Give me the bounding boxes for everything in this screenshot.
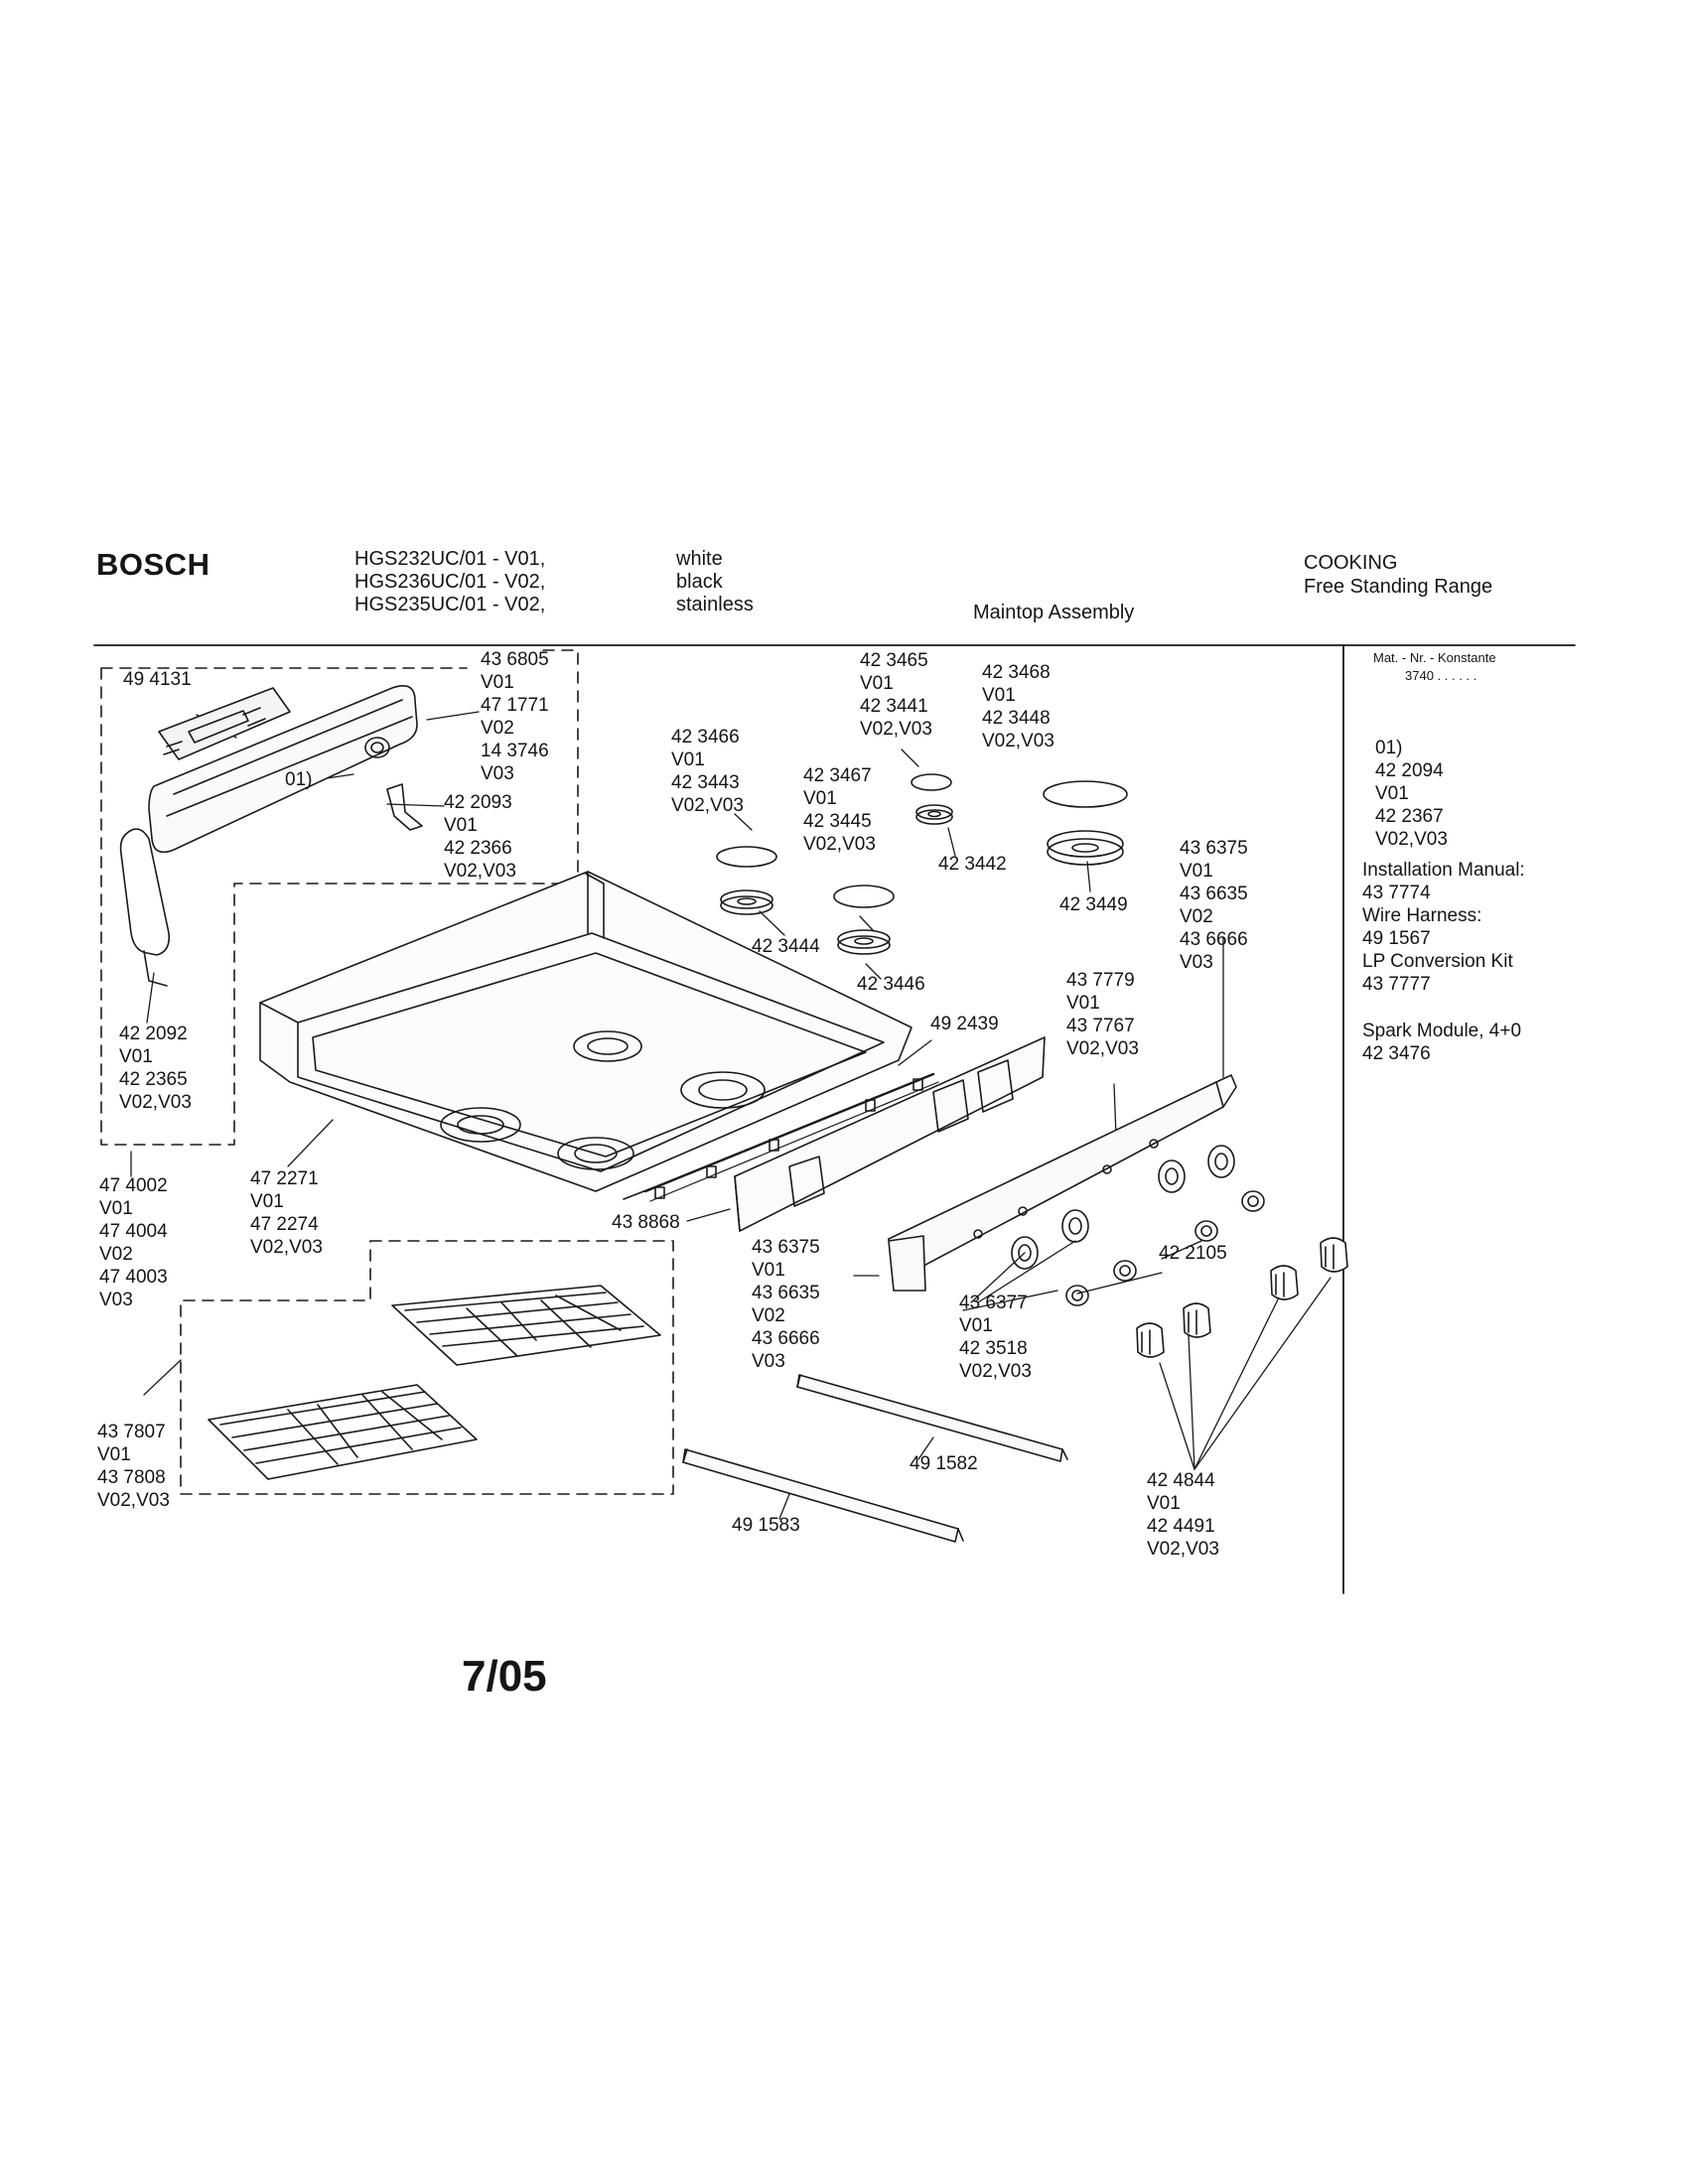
assembly-title: Maintop Assembly <box>973 602 1135 623</box>
brand-logo: BOSCH <box>96 547 210 582</box>
callout-backguard-bracket: 42 2093 V01 42 2366 V02,V03 <box>444 792 516 882</box>
control-knobs <box>1136 1237 1348 1358</box>
callout-manifold-top: 43 7779 V01 43 7767 V02,V03 <box>1066 970 1139 1059</box>
callout-burner-head-a: 42 3444 <box>752 936 820 957</box>
callout-burner-cap-b: 42 3467 V01 42 3445 V02,V03 <box>803 765 876 855</box>
callout-backguard-display: 49 4131 <box>123 669 192 690</box>
callout-burner-cap-d: 42 3468 V01 42 3448 V02,V03 <box>982 662 1054 751</box>
callout-rail-upper: 49 1582 <box>910 1453 978 1474</box>
rails <box>682 1374 1068 1543</box>
callout-side-trim-left: 43 6375 V01 43 6635 V02 43 6666 V03 <box>752 1237 820 1372</box>
callout-valve: 43 6377 V01 42 3518 V02,V03 <box>959 1293 1032 1382</box>
callout-wire-harness: 49 2439 <box>930 1014 999 1034</box>
callout-maintop: 47 2271 V01 47 2274 V02,V03 <box>250 1168 323 1258</box>
callout-backguard: 43 6805 V01 47 1771 V02 14 3746 V03 <box>481 649 549 784</box>
callout-rail-lower: 49 1583 <box>732 1515 800 1536</box>
callout-side-trim-right: 43 6375 V01 43 6635 V02 43 6666 V03 <box>1180 838 1248 973</box>
burner-caps <box>716 773 1128 955</box>
callout-grates: 43 7807 V01 43 7808 V02,V03 <box>97 1422 170 1511</box>
sidebar-note: 42 2094 <box>1375 760 1444 781</box>
callout-burner-head-b: 42 3446 <box>857 974 925 995</box>
manifold-rail <box>888 1074 1237 1282</box>
sidebar-note: 01) <box>1375 738 1403 758</box>
callout-burner-cap-a: 42 3466 V01 42 3443 V02,V03 <box>671 727 744 816</box>
burner-grates <box>208 1285 661 1480</box>
electrode-leads <box>623 1170 696 1200</box>
callout-burner-head-c: 42 3442 <box>938 854 1007 875</box>
sidebar-note: 42 3476 <box>1362 1043 1431 1064</box>
dashed-group-boxes <box>100 649 674 1495</box>
sidebar-note: Spark Module, 4+0 <box>1362 1021 1522 1041</box>
product-type-label: Free Standing Range <box>1304 576 1493 598</box>
model-line-1: HGS232UC/01 - V01, <box>354 548 546 570</box>
sidebar-note: 43 7774 <box>1362 883 1431 903</box>
backguard-end-cap <box>119 828 171 956</box>
sidebar-note: V02,V03 <box>1375 829 1448 850</box>
grate-group-box <box>180 1240 674 1495</box>
callout-burner-cap-c: 42 3465 V01 42 3441 V02,V03 <box>860 650 932 740</box>
model-line-3: HGS235UC/01 - V02, <box>354 594 546 615</box>
backguard-panel <box>148 685 418 854</box>
side-trim <box>888 1235 926 1292</box>
date-code: 7/05 <box>462 1652 547 1701</box>
manifold-housing <box>734 1036 1046 1232</box>
callout-burner-head-d: 42 3449 <box>1059 894 1128 915</box>
callout-knob-bezel: 42 2105 <box>1159 1243 1227 1264</box>
callout-backguard-assembly: 47 4002 V01 47 4004 V02 47 4003 V03 <box>99 1175 168 1310</box>
category-label: COOKING <box>1304 552 1398 574</box>
mat-nr-value: 3740 . . . . . . <box>1405 668 1477 683</box>
callout-ref-01: 01) <box>285 769 313 790</box>
color-black: black <box>676 571 723 593</box>
model-line-2: HGS236UC/01 - V02, <box>354 571 546 593</box>
backguard-bracket <box>386 783 423 831</box>
backguard-group-box <box>100 649 579 1146</box>
callout-electrode: 43 8868 <box>612 1212 680 1233</box>
maintop-panel <box>259 871 912 1192</box>
color-white: white <box>676 548 723 570</box>
display-module <box>158 687 291 760</box>
color-stainless: stainless <box>676 594 754 615</box>
sidebar-note: Installation Manual: <box>1362 860 1525 881</box>
sidebar-note: LP Conversion Kit <box>1362 951 1513 972</box>
callout-end-cap: 42 2092 V01 42 2365 V02,V03 <box>119 1024 192 1113</box>
mat-nr-label: Mat. - Nr. - Konstante <box>1373 650 1496 665</box>
sidebar-note: 43 7777 <box>1362 974 1431 995</box>
callout-knobs: 42 4844 V01 42 4491 V02,V03 <box>1147 1470 1219 1560</box>
sidebar-note: 42 2367 <box>1375 806 1444 827</box>
sidebar-note: V01 <box>1375 783 1409 804</box>
sidebar-note: 49 1567 <box>1362 928 1431 949</box>
sidebar-note: Wire Harness: <box>1362 905 1482 926</box>
knob-bezels <box>1065 1190 1265 1306</box>
